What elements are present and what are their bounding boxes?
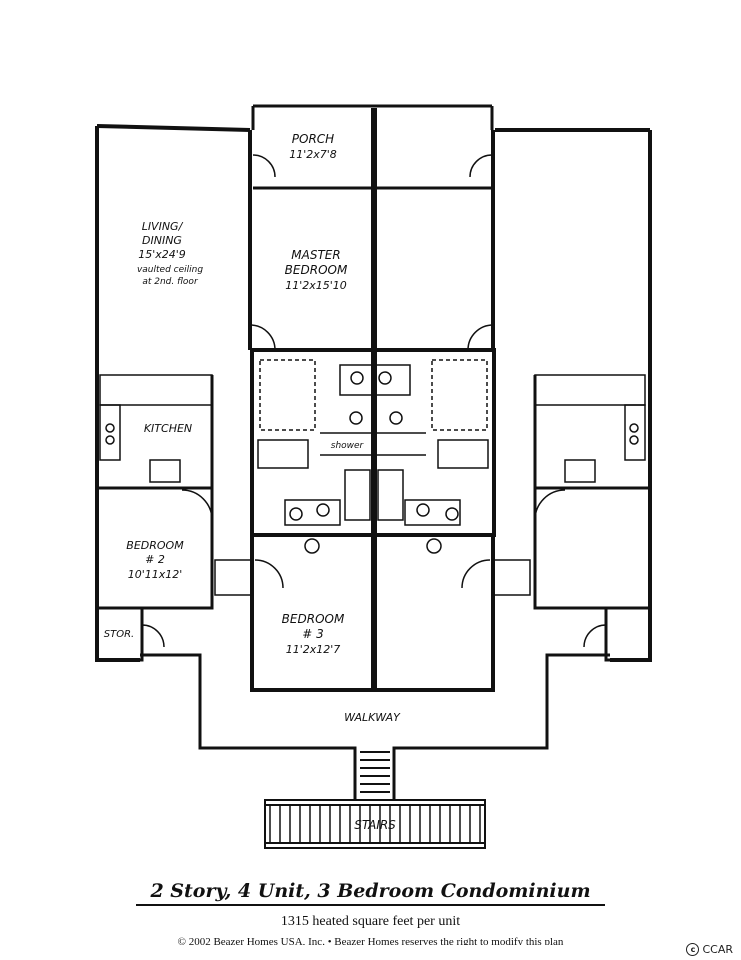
bedroom3-label-line1: BEDROOM [282,612,345,626]
walkway-label: WALKWAY [344,711,401,724]
exterior-walls [95,104,652,692]
bedroom2-label-line2: # 2 [145,553,165,566]
master-label-line1: MASTER [291,248,340,262]
watermark-text: CCAR [702,943,733,956]
kitchen-label: KITCHEN [144,422,192,435]
bedroom2-label-line1: BEDROOM [126,539,184,552]
porch-size: 11'2x7'8 [289,148,337,161]
copyright-icon: c [686,943,700,956]
plan-title: 2 Story, 4 Unit, 3 Bedroom Condominium [136,880,605,906]
porch-label: PORCH [292,132,334,146]
storage-label: STOR. [104,629,134,640]
stairs [264,751,486,849]
plan-square-footage: 1315 heated square feet per unit [280,914,461,929]
living-size: 15'x24'9 [138,248,186,261]
bedroom2-size: 10'11x12' [128,568,183,581]
bedroom3-size: 11'2x12'7 [286,643,341,656]
walkway-railing [140,653,610,800]
living-note-line2: at 2nd. floor [142,277,199,287]
master-label-line2: BEDROOM [285,263,348,277]
caption: 2 Story, 4 Unit, 3 Bedroom Condominium 1… [0,880,741,945]
living-label-line2: DINING [142,234,182,247]
stairs-label: STAIRS [354,818,396,832]
shower-label: shower [331,441,365,451]
ccar-watermark: c CCAR [686,943,733,956]
bedroom3-label-line2: # 3 [302,627,324,641]
interior-details [99,154,646,648]
plan-copyright: © 2002 Beazer Homes USA, Inc. • Beazer H… [177,936,564,945]
living-label-line1: LIVING/ [142,220,184,233]
master-size: 11'2x15'10 [285,279,347,292]
living-note-line1: vaulted ceiling [137,265,203,275]
stair-treads [269,806,481,842]
